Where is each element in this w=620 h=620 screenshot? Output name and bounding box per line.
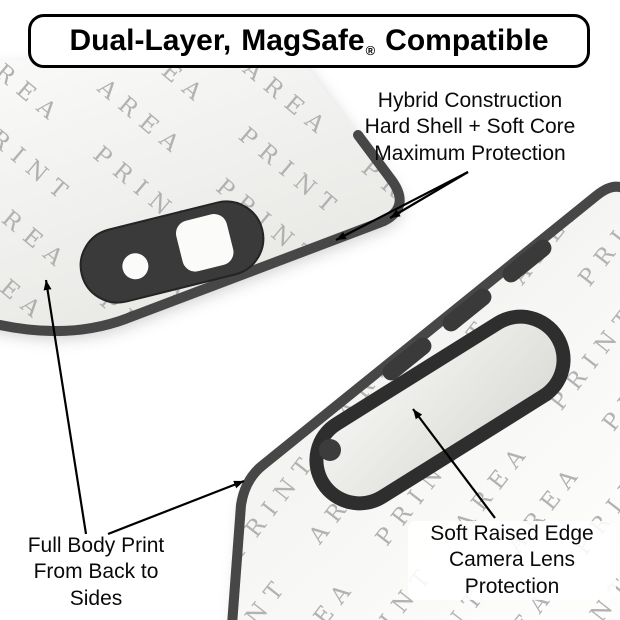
camera-ring-cutout — [309, 309, 571, 511]
callout-hybrid-construction: Hybrid Construction Hard Shell + Soft Co… — [338, 88, 602, 167]
callout-line: Soft Raised Edge — [430, 522, 594, 545]
callout-line: From Back to — [33, 560, 159, 584]
side-button-2 — [442, 288, 492, 332]
callout-full-body-print: Full Body Print From Back to Sides — [6, 533, 186, 612]
callout-camera-protection: Soft Raised Edge Camera Lens Protection — [408, 521, 616, 601]
case2-soft-rim — [227, 181, 620, 620]
callout-line: Hard Shell + Soft Core — [364, 115, 576, 139]
side-button-1 — [382, 337, 432, 381]
title-banner: Dual-Layer, MagSafe ® Compatible — [28, 14, 590, 68]
arrow-camera-protection — [412, 408, 496, 519]
registered-mark: ® — [365, 43, 376, 58]
arrow-full-body-print-1 — [43, 279, 88, 535]
flash-hole — [122, 253, 149, 280]
annotation-arrows — [43, 171, 496, 536]
camera-ring-inner — [323, 323, 557, 497]
callout-line: Sides — [69, 586, 123, 610]
case1-camera-cutout — [79, 200, 265, 304]
title-part3: Compatible — [385, 24, 549, 57]
arrow-full-body-print-2 — [107, 479, 245, 536]
callout-line: Hybrid Construction — [377, 89, 563, 112]
case1-soft-rim — [0, 130, 405, 336]
callout-line: Protection — [464, 574, 560, 598]
callout-line: Maximum Protection — [374, 141, 566, 165]
arrow-hybrid-construction-1 — [335, 171, 469, 241]
callout-line: Camera Lens — [448, 548, 576, 572]
title-part1: Dual-Layer, — [69, 24, 232, 57]
title-part2: MagSafe — [241, 24, 365, 57]
side-button-3 — [502, 239, 552, 283]
callout-line: Full Body Print — [27, 534, 165, 557]
arrow-hybrid-construction-2 — [389, 171, 469, 219]
camera-square-hole — [175, 214, 234, 272]
camera-lens-dot — [319, 439, 341, 461]
